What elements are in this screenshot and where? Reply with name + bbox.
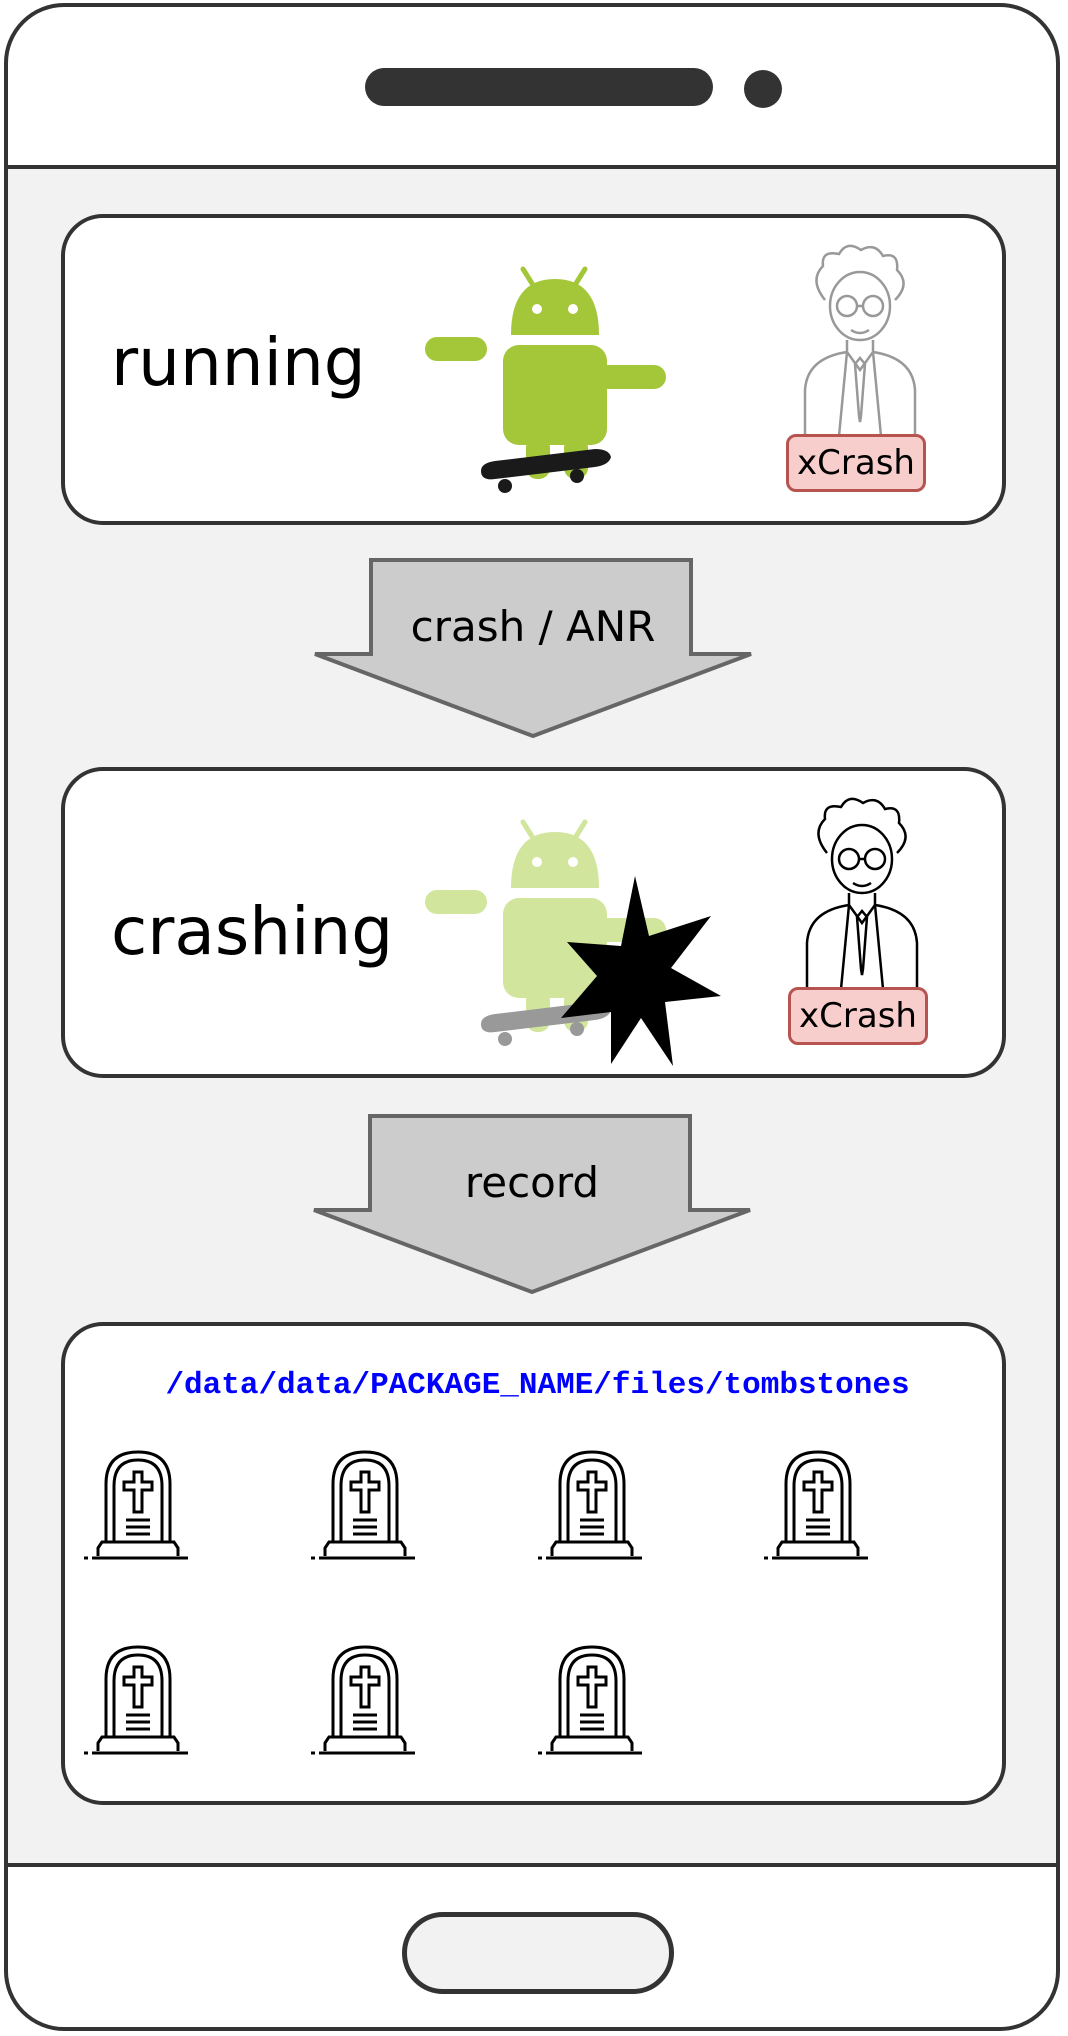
tombstone-icon (758, 1446, 878, 1566)
transition-arrow-crash (314, 558, 752, 738)
tombstone-icon (305, 1641, 425, 1761)
transition-arrow-record (313, 1114, 751, 1294)
tombstones-path: /data/data/PACKAGE_NAME/files/tombstones (165, 1368, 910, 1403)
running-state-card: running xCrash (61, 214, 1006, 525)
running-label: running (111, 324, 366, 401)
crashing-label: crashing (111, 893, 394, 970)
home-button (402, 1912, 674, 1994)
tombstone-icon (78, 1446, 198, 1566)
tombstones-card: /data/data/PACKAGE_NAME/files/tombstones (61, 1322, 1006, 1805)
crashing-state-card: crashing xCrash (61, 767, 1006, 1078)
android-robot-skateboard-icon (425, 266, 666, 493)
scientist-icon (803, 244, 917, 437)
xcrash-badge: xCrash (788, 987, 928, 1045)
explosion-icon (561, 876, 721, 1066)
xcrash-badge: xCrash (786, 434, 926, 492)
camera-dot (744, 70, 782, 108)
transition-label-crash: crash / ANR (410, 602, 656, 651)
tombstone-icon (532, 1446, 652, 1566)
speaker-grille (365, 68, 713, 106)
transition-label-record: record (464, 1158, 600, 1207)
scientist-icon (805, 797, 919, 990)
tombstone-icon (78, 1641, 198, 1761)
tombstone-icon (305, 1446, 425, 1566)
tombstone-icon (532, 1641, 652, 1761)
